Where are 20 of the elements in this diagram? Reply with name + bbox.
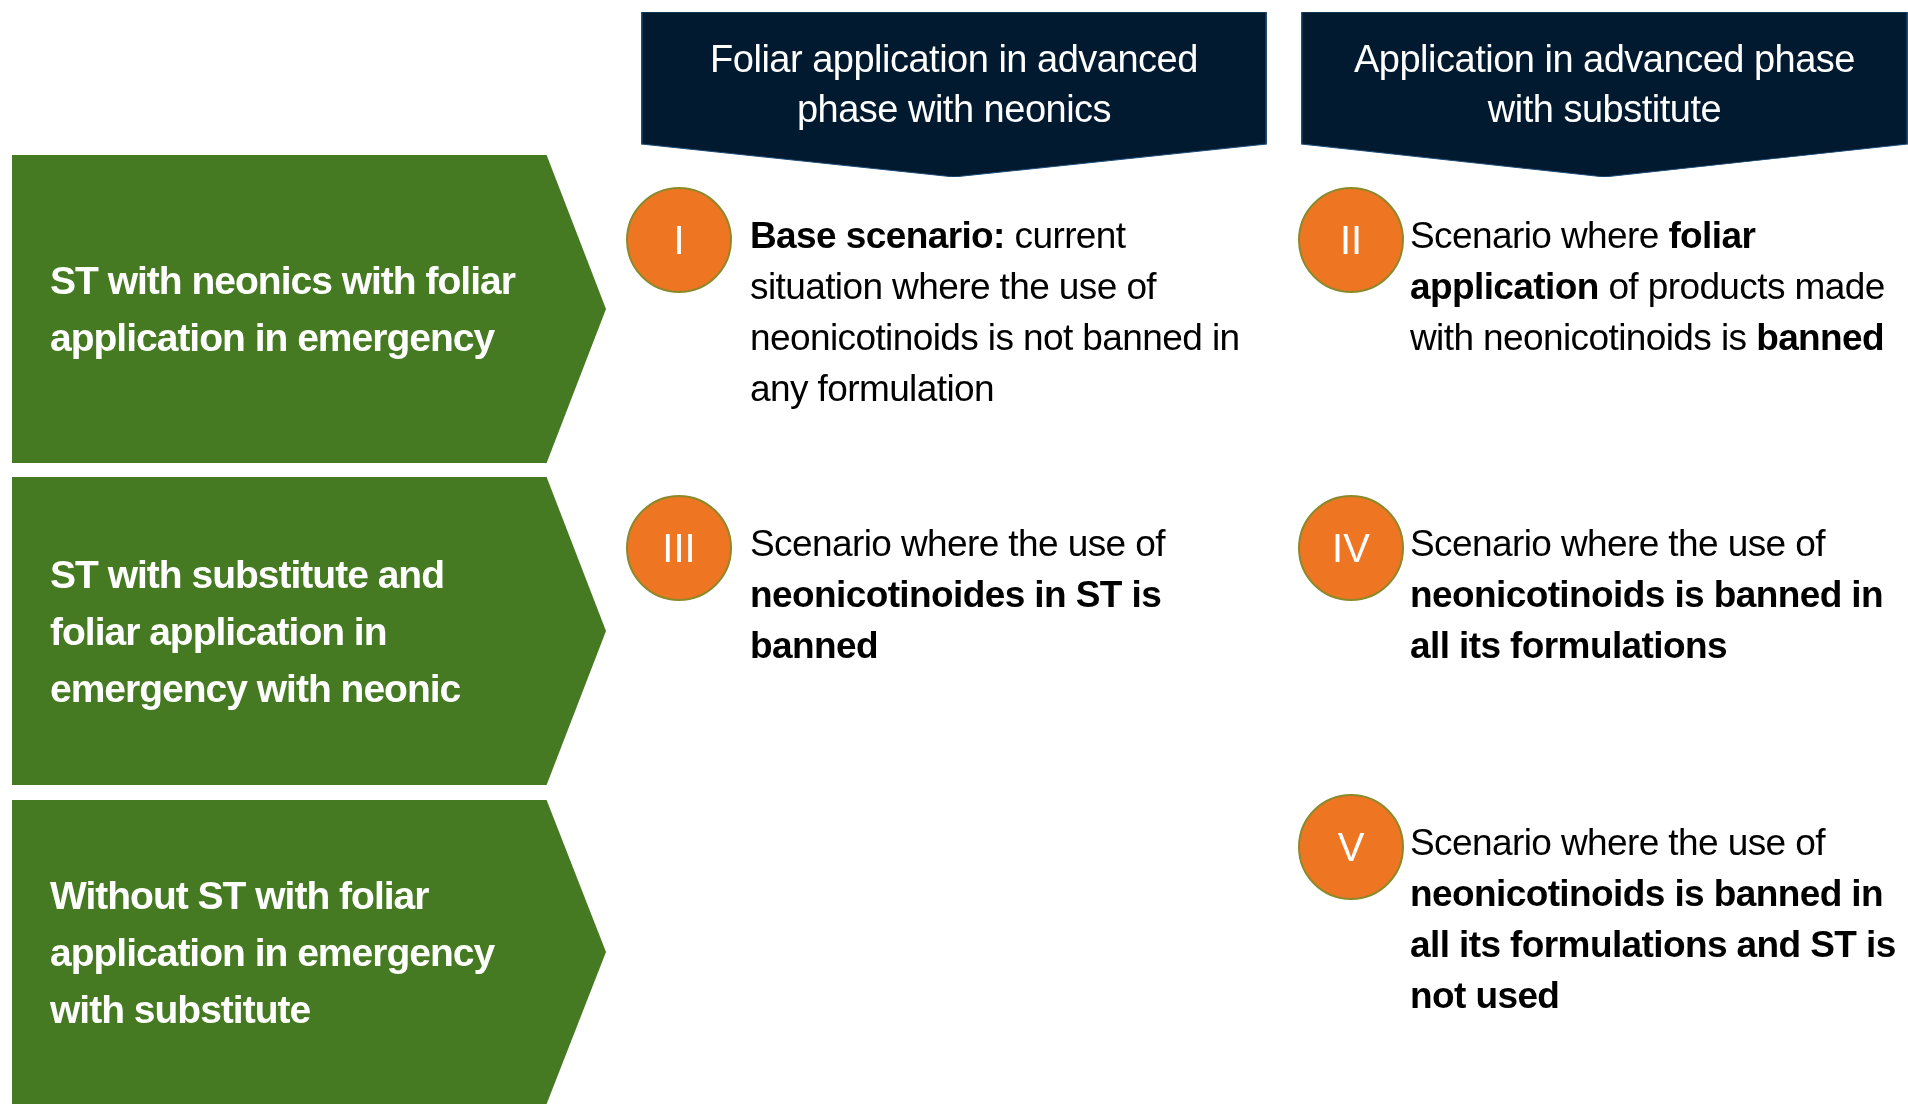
column-header-banner [1301, 12, 1908, 177]
row-header-banner [12, 155, 606, 463]
row-label: ST with neonics with foliar application in emergency [50, 258, 517, 361]
column-header-banner [641, 12, 1267, 177]
numbered-circle: IV [1298, 495, 1404, 601]
numbered-circle: II [1298, 187, 1404, 293]
numbered-circle: III [626, 495, 732, 601]
scenario-description: Scenario where foliar application of products made with neonicotinoids is banned [1410, 214, 1886, 360]
scenario-description: Base scenario: current situation where the use of neonicotinoids is not banned in any formulation [750, 214, 1241, 411]
numbered-circle: I [626, 187, 732, 293]
column-header-text: Application in advanced phase with substitute [1353, 37, 1856, 132]
numbered-circle: V [1298, 794, 1404, 900]
scenario-description: Scenario where the use of neonicotinoides in ST is banned [750, 522, 1167, 668]
column-header-text: Foliar application in advanced phase with neonics [709, 37, 1199, 132]
row-label: Without ST with foliar application in emergency with substitute [50, 872, 496, 1033]
scenario-description: Scenario where the use of neonicotinoids is banned in all its formulations and ST is not used [1410, 821, 1897, 1018]
row-label: ST with substitute and foliar application in emergency with neonic [50, 551, 462, 712]
row-header-banner [12, 477, 606, 785]
row-header-banner [12, 800, 606, 1104]
scenario-description: Scenario where the use of neonicotinoids is banned in all its formulations [1410, 522, 1885, 668]
